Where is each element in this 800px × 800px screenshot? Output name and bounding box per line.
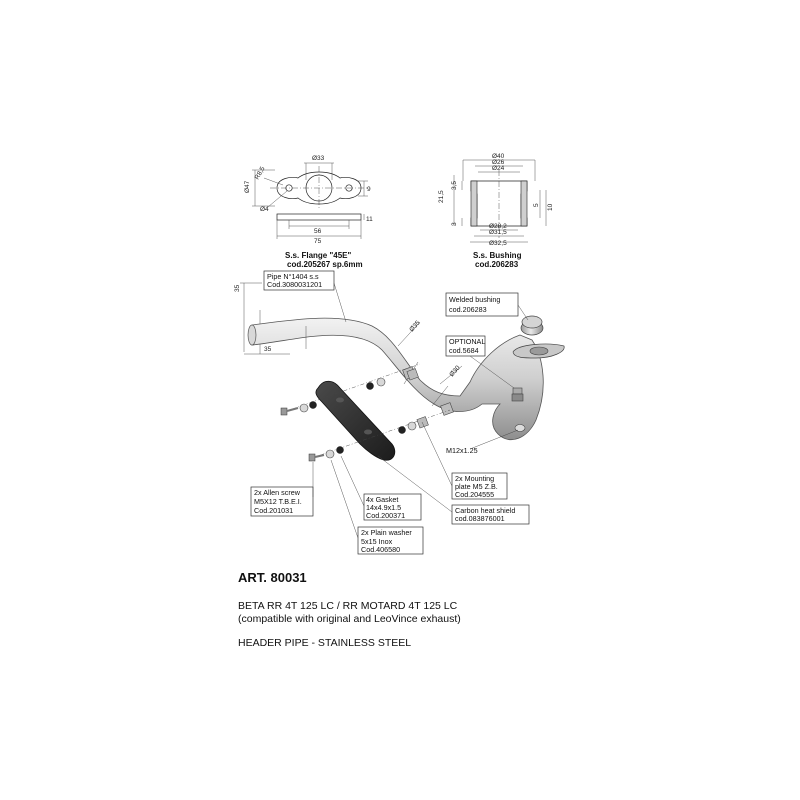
flange-dim-11: 11 bbox=[366, 216, 373, 223]
label-gasket-line2: 14x4.9x1.5 bbox=[366, 503, 401, 512]
product-description: HEADER PIPE - STAINLESS STEEL bbox=[238, 637, 412, 649]
bushing-dim-5: 5 bbox=[533, 203, 540, 207]
carbon-heat-shield bbox=[315, 380, 396, 461]
label-washer-line1: 2x Plain washer bbox=[361, 528, 412, 537]
bushing-caption-title: S.s. Bushing bbox=[473, 251, 522, 260]
label-heat-shield: Carbon heat shield cod.083876001 bbox=[377, 455, 530, 525]
label-mounting-line3: Cod.204555 bbox=[455, 490, 494, 499]
label-mounting-line2: plate M5 Z.B. bbox=[455, 482, 498, 491]
label-mounting-plate: 2x Mounting plate M5 Z.B. Cod.204555 bbox=[421, 421, 508, 500]
label-mounting-line1: 2x Mounting bbox=[455, 474, 494, 483]
label-allen-line2: M5X12 T.B.E.I. bbox=[254, 497, 302, 506]
bushing-dim-dia282: Ø28,2 bbox=[489, 223, 507, 230]
label-thread: M12x1.25 bbox=[446, 429, 519, 455]
article-number: ART. 80031 bbox=[238, 570, 307, 585]
dim-35-vertical: 35 bbox=[234, 284, 241, 292]
flange-dim-dia4: Ø4 bbox=[260, 206, 269, 213]
bushing-dim-10: 10 bbox=[547, 203, 554, 211]
bushing-dim-dia40: Ø40 bbox=[492, 153, 505, 160]
flange-dim-75: 75 bbox=[314, 238, 322, 245]
header-pipe bbox=[251, 317, 544, 440]
bushing-dim-dia325: Ø32,5 bbox=[489, 240, 507, 247]
flange-drawing: Ø33 Ø47 R8,5 Ø4 9 11 56 75 S.s. Flange "… bbox=[244, 155, 373, 269]
bushing-dim-35: 3,5 bbox=[451, 181, 458, 190]
label-pipe: Pipe N°1404 s.s Cod.3080031201 bbox=[263, 270, 347, 323]
model-line-1: BETA RR 4T 125 LC / RR MOTARD 4T 125 LC bbox=[238, 600, 458, 612]
label-optional-line1: OPTIONAL bbox=[449, 337, 485, 346]
label-gasket-line1: 4x Gasket bbox=[366, 495, 398, 504]
dia-30-callout: Ø30 bbox=[448, 364, 462, 378]
flange-caption-title: S.s. Flange "45E" bbox=[285, 251, 351, 260]
label-allen-line1: 2x Allen screw bbox=[254, 488, 301, 497]
label-welded-bushing-line1: Welded bushing bbox=[449, 295, 500, 304]
dim-35-horizontal: 35 bbox=[264, 346, 272, 353]
flange-dim-r85: R8,5 bbox=[254, 165, 267, 181]
label-pipe-line1: Pipe N°1404 s.s bbox=[267, 272, 319, 281]
label-heat-shield-line2: cod.083876001 bbox=[455, 514, 505, 523]
flange-dim-56: 56 bbox=[314, 228, 322, 235]
flange-dim-dia47: Ø47 bbox=[244, 180, 251, 193]
label-welded-bushing-line2: cod.206283 bbox=[449, 305, 487, 314]
label-gasket-line3: Cod.200371 bbox=[366, 511, 405, 520]
label-optional: OPTIONAL cod.5684 bbox=[445, 335, 515, 389]
bushing-dim-3: 3 bbox=[451, 222, 458, 226]
label-gasket: 4x Gasket 14x4.9x1.5 Cod.200371 bbox=[340, 455, 422, 521]
label-welded-bushing: Welded bushing cod.206283 bbox=[445, 292, 529, 321]
model-line-2: (compatible with original and LeoVince e… bbox=[238, 613, 461, 625]
bushing-dim-dia315: Ø31,5 bbox=[489, 229, 507, 236]
header-pipe-assembly: 35 35 bbox=[234, 282, 565, 462]
label-pipe-line2: Cod.3080031201 bbox=[267, 280, 322, 289]
bushing-dim-215: 21,5 bbox=[438, 190, 445, 203]
hardware-upper bbox=[280, 363, 421, 416]
label-washer: 2x Plain washer 5x15 Inox Cod.406580 bbox=[330, 459, 424, 555]
label-allen-line3: Cod.201031 bbox=[254, 506, 293, 515]
label-washer-line2: 5x15 Inox bbox=[361, 537, 393, 546]
dia-35-callout: Ø35 bbox=[408, 319, 422, 333]
flange-dim-9: 9 bbox=[367, 186, 371, 193]
bushing-drawing: Ø40 Ø26 Ø24 21,5 3,5 3 5 10 Ø28,2 Ø31,5 … bbox=[438, 153, 554, 269]
label-heat-shield-line1: Carbon heat shield bbox=[455, 506, 515, 515]
flange-caption-code: cod.205267 sp.6mm bbox=[287, 260, 363, 269]
flange-dim-dia33: Ø33 bbox=[312, 155, 325, 162]
thread-label: M12x1.25 bbox=[446, 446, 478, 455]
label-allen-screw: 2x Allen screw M5X12 T.B.E.I. Cod.201031 bbox=[250, 462, 314, 517]
bushing-dim-dia26: Ø26 bbox=[492, 159, 505, 166]
bushing-dim-dia24: Ø24 bbox=[492, 165, 505, 172]
label-washer-line3: Cod.406580 bbox=[361, 545, 400, 554]
bushing-caption-code: cod.206283 bbox=[475, 260, 519, 269]
label-optional-line2: cod.5684 bbox=[449, 346, 479, 355]
hardware-lower bbox=[308, 409, 451, 462]
